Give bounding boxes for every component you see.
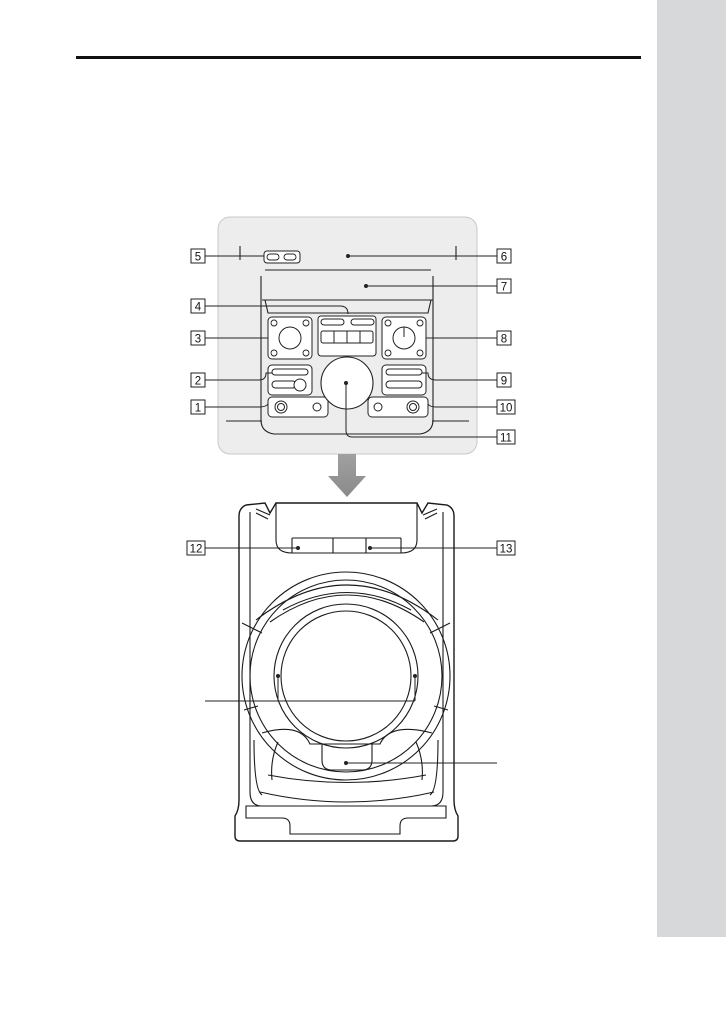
callout-text-7: 7 bbox=[501, 282, 507, 294]
callout-text-4: 4 bbox=[195, 302, 202, 314]
callout-text-11: 11 bbox=[500, 433, 512, 445]
speaker-leader-dots bbox=[276, 546, 417, 765]
callout-text-12: 12 bbox=[190, 544, 203, 556]
callout-box-7: 7 bbox=[497, 279, 511, 294]
callout-text-3: 3 bbox=[195, 334, 201, 346]
callout-box-6: 6 bbox=[497, 249, 511, 264]
callout-box-11: 11 bbox=[497, 430, 515, 445]
top-panel-closeup bbox=[205, 217, 497, 454]
callout-5-buttons bbox=[264, 251, 300, 263]
callout-text-5: 5 bbox=[195, 252, 201, 264]
callout-box-8: 8 bbox=[497, 331, 511, 346]
callout-text-10: 10 bbox=[500, 403, 513, 415]
callout-box-10: 10 bbox=[497, 400, 515, 415]
callout-text-8: 8 bbox=[501, 334, 507, 346]
callout-text-13: 13 bbox=[500, 544, 513, 556]
callout-3-left-pad bbox=[268, 317, 312, 359]
callout-text-1: 1 bbox=[195, 403, 201, 415]
callout-box-3: 3 bbox=[191, 331, 205, 346]
callout-1-left-jacks bbox=[268, 397, 328, 417]
callout-box-12: 12 bbox=[187, 541, 205, 556]
callout-box-5: 5 bbox=[191, 249, 205, 264]
callout-text-9: 9 bbox=[501, 376, 507, 388]
callout-box-4: 4 bbox=[191, 299, 205, 314]
callout-4-button-cluster bbox=[318, 316, 376, 356]
callout-text-6: 6 bbox=[501, 252, 507, 264]
callout-box-9: 9 bbox=[497, 373, 511, 388]
down-arrow bbox=[328, 454, 366, 497]
callout-10-right-jacks bbox=[368, 397, 428, 417]
callout-8-right-pad bbox=[382, 317, 426, 359]
callout-text-2: 2 bbox=[195, 376, 201, 388]
speaker-unit bbox=[235, 503, 458, 841]
callout-box-2: 2 bbox=[191, 373, 205, 388]
callout-9-right-controls bbox=[382, 365, 426, 395]
callout-box-1: 1 bbox=[191, 400, 205, 415]
callout-2-left-controls bbox=[268, 365, 312, 395]
callout-box-13: 13 bbox=[497, 541, 515, 556]
